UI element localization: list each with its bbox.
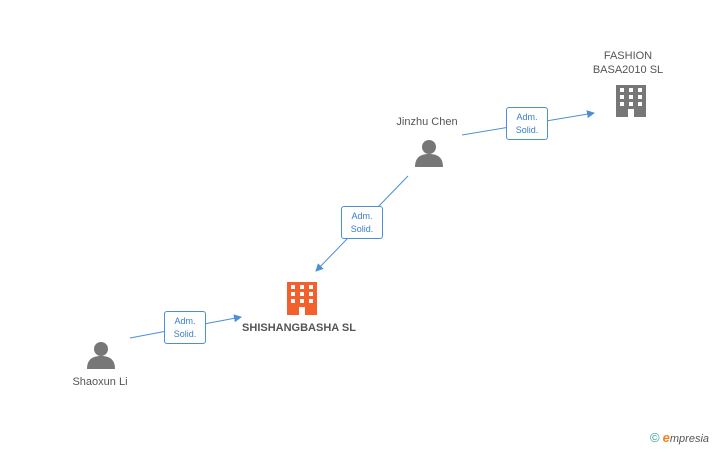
edge-label-line2: Solid. <box>515 125 539 135</box>
person-icon[interactable] <box>87 342 115 369</box>
edge-label-shaoxun-shishang: Adm. Solid. <box>164 311 206 344</box>
edge-label-line1: Adm. <box>516 112 538 122</box>
company-label-shishang[interactable]: SHISHANGBASHA SL <box>242 322 356 334</box>
edge-label-jinzhu-shishang: Adm. Solid. <box>341 206 383 239</box>
edge-label-line2: Solid. <box>350 224 374 234</box>
brand-e: e <box>662 430 670 445</box>
edge-label-jinzhu-fashion: Adm. Solid. <box>506 107 548 140</box>
company-label-line1: FASHION <box>603 50 653 62</box>
edge-label-line1: Adm. <box>174 316 196 326</box>
edge-label-line1: Adm. <box>351 211 373 221</box>
company-label-line2: BASA2010 SL <box>592 64 664 76</box>
copyright-symbol: © <box>650 430 660 445</box>
company-label-fashion[interactable]: FASHION BASA2010 SL <box>580 49 676 77</box>
brand-name: mpresia <box>669 433 710 445</box>
edge-label-line2: Solid. <box>173 329 197 339</box>
building-icon[interactable] <box>616 85 646 117</box>
person-icon[interactable] <box>415 140 443 167</box>
main-building-icon[interactable] <box>287 282 317 315</box>
person-label-shaoxun[interactable]: Shaoxun Li <box>72 376 128 388</box>
empresia-logo: © empresia <box>650 430 709 445</box>
person-label-jinzhu[interactable]: Jinzhu Chen <box>396 116 458 128</box>
